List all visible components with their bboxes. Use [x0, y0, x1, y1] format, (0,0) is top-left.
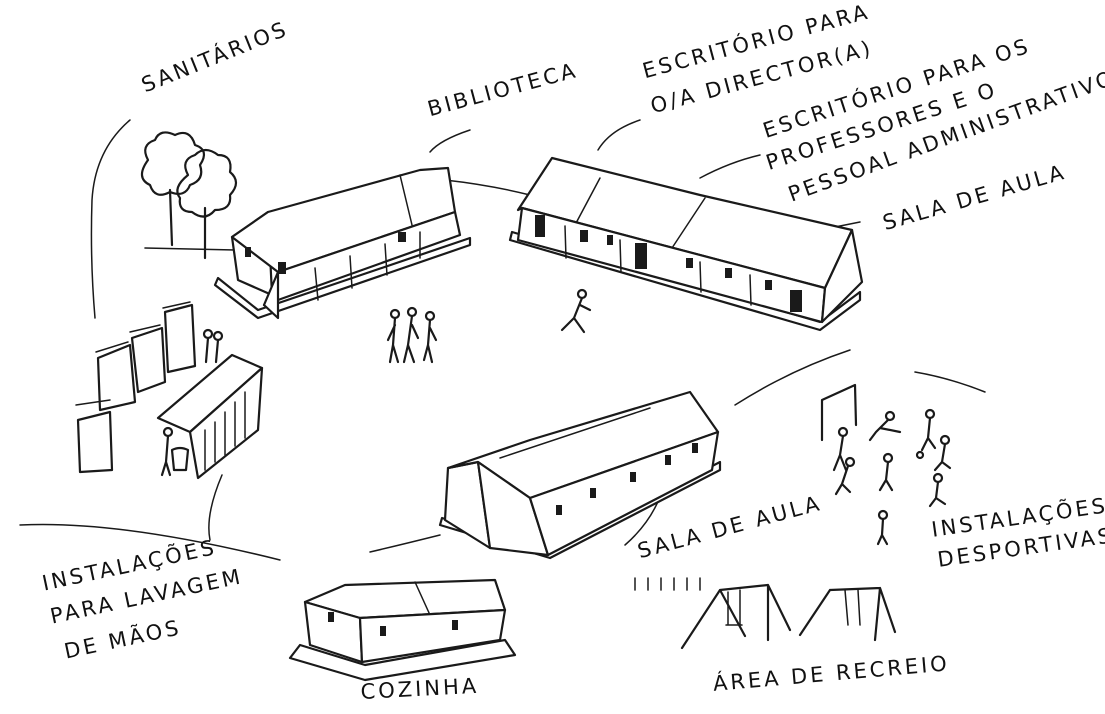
classroom-building-middle	[438, 390, 722, 560]
sanitation-blocks	[75, 301, 197, 474]
sports-area	[820, 383, 952, 546]
people	[160, 288, 592, 477]
ground-paths	[19, 179, 986, 561]
biblioteca-building	[213, 166, 472, 320]
office-classroom-building	[508, 156, 864, 332]
trees	[140, 131, 238, 260]
kitchen-building	[288, 578, 517, 682]
playground	[634, 577, 897, 650]
handwashing-shelter	[156, 353, 264, 480]
